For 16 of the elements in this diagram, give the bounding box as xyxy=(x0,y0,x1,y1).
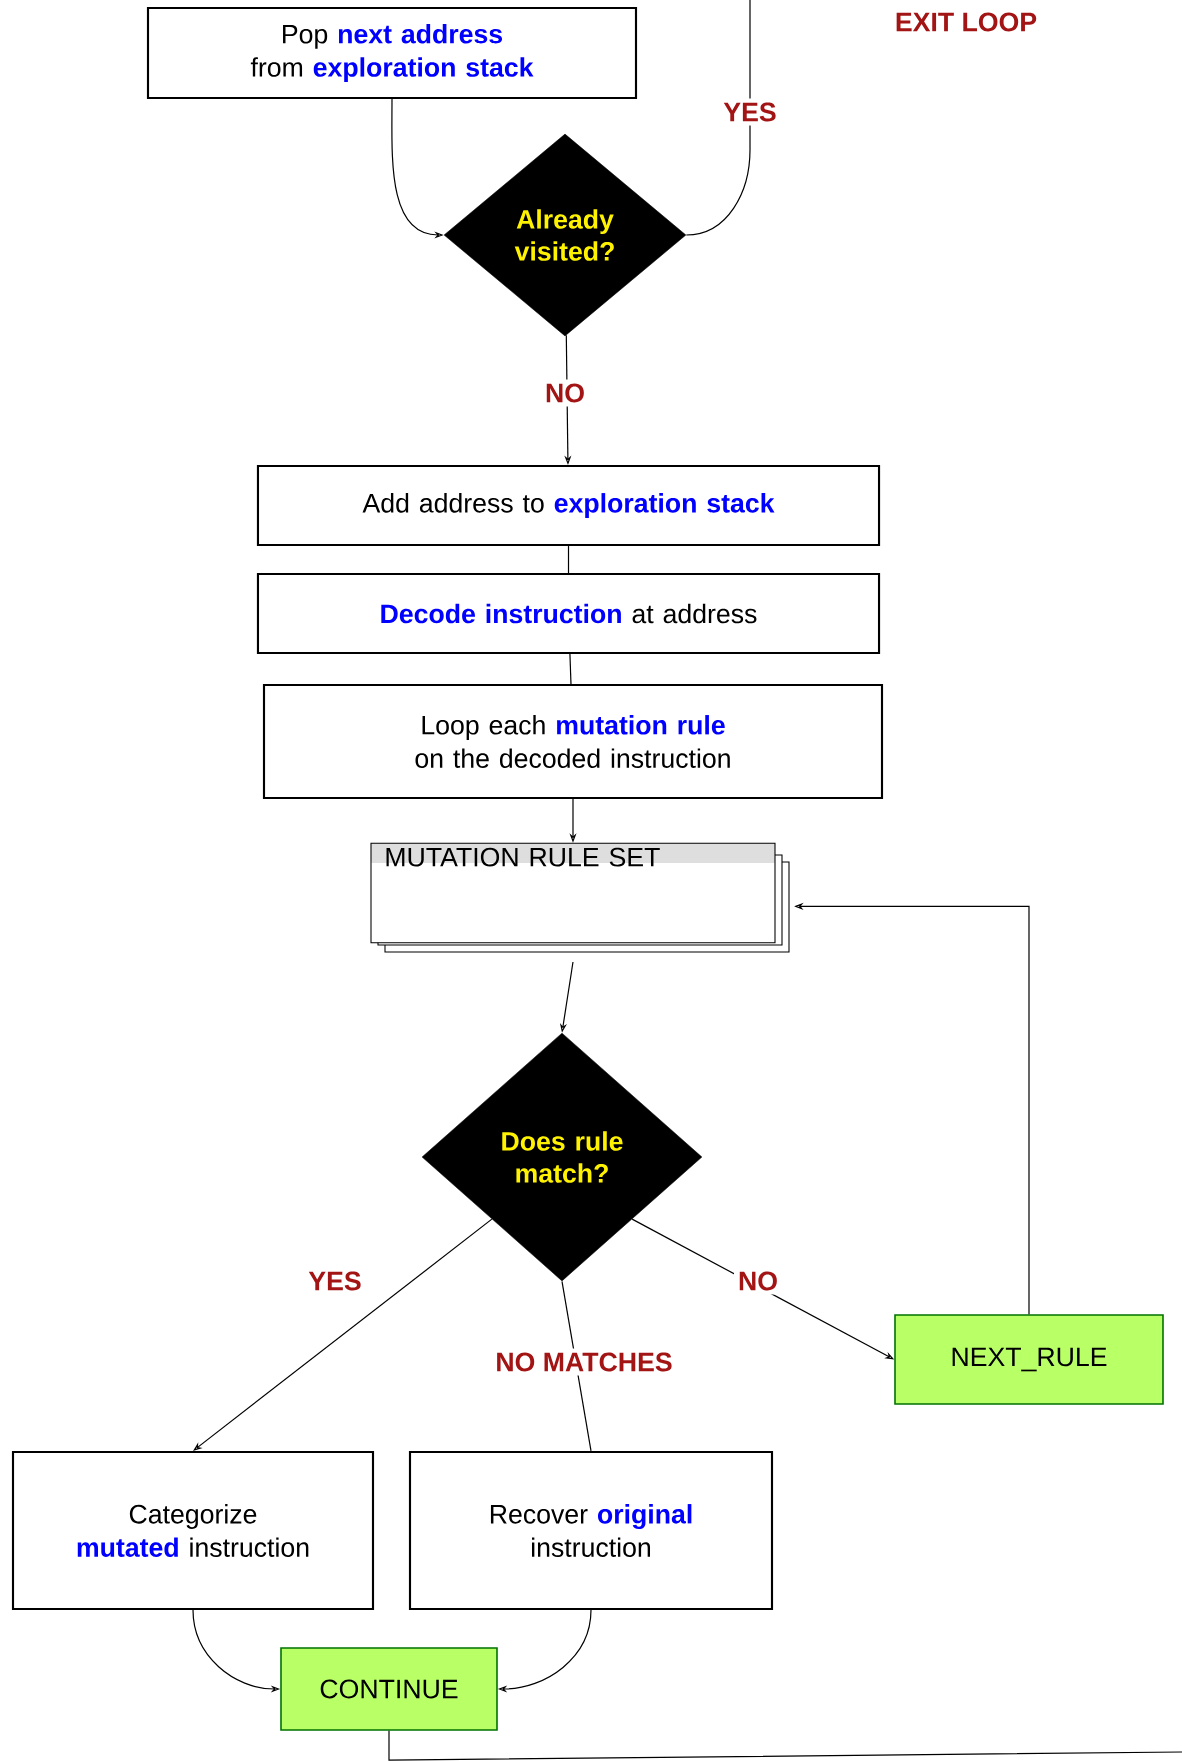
terminal-box: CONTINUE xyxy=(280,1647,498,1731)
arrow xyxy=(193,1218,493,1451)
process-box: Decode instruction at address xyxy=(256,572,881,655)
edge-label: YES xyxy=(719,98,781,126)
edge-label: YES xyxy=(304,1267,366,1295)
process-box: Add address to exploration stack xyxy=(256,464,881,547)
exit-label: EXIT LOOP xyxy=(896,12,1037,32)
process-box: Categorize mutated instruction xyxy=(11,1450,375,1611)
terminal-box: NEXT_RULE xyxy=(894,1314,1164,1405)
edge-label: NO xyxy=(541,379,589,407)
document-stack: MUTATION RULE SET xyxy=(370,842,790,953)
edge-label: NO MATCHES xyxy=(491,1348,677,1376)
process-box: Loop each mutation rule on the decoded instruction xyxy=(262,683,884,800)
process-box: Pop next address from exploration stack xyxy=(146,6,638,100)
edge-label: NO xyxy=(734,1267,782,1295)
process-box: Recover original instruction xyxy=(408,1450,774,1611)
